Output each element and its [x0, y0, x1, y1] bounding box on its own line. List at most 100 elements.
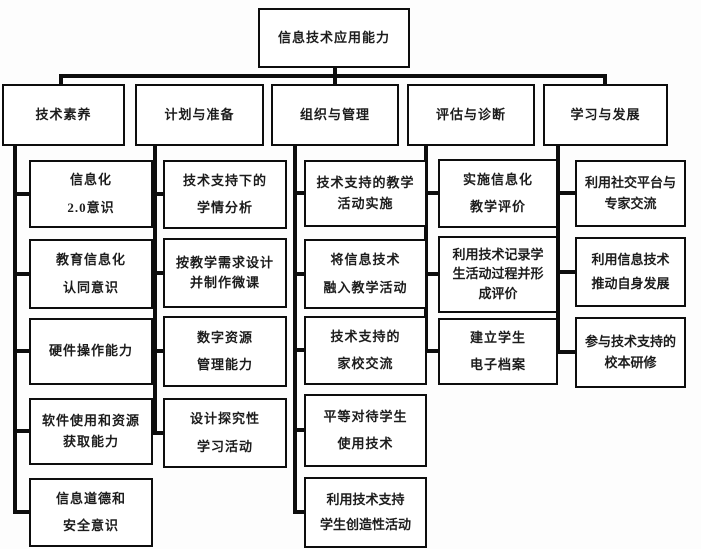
- connector-stub-4-1: [424, 191, 440, 195]
- child-node-line: 生活动过程并形: [452, 266, 544, 282]
- category-node-1: 技术素养: [2, 84, 125, 146]
- connector-trunk-3: [293, 146, 297, 514]
- connector-stub-1-1: [13, 192, 31, 196]
- child-node-line: 教学评价: [469, 199, 526, 214]
- child-node-line: 学习活动: [196, 438, 253, 454]
- child-node-line: 并制作微课: [189, 275, 260, 290]
- child-node-line: 2.0意识: [67, 199, 115, 215]
- child-node-1-1: 信息化 2.0意识: [29, 160, 153, 228]
- child-node-2-4: 设计探究性 学习活动: [163, 398, 287, 468]
- child-node-2-3: 数字资源 管理能力: [163, 316, 287, 387]
- child-node-line: 推动自身发展: [591, 276, 670, 291]
- child-node-4-2: 利用技术记录学 生活动过程并形 成评价: [438, 236, 558, 313]
- root-node: 信息技术应用能力: [258, 8, 410, 68]
- root-node-label: 信息技术应用能力: [277, 29, 390, 45]
- child-node-line: 信息道德和: [55, 490, 126, 506]
- connector-drop-cat-1: [59, 74, 63, 85]
- connector-stub-1-5: [13, 510, 31, 514]
- child-node-4-3: 建立学生 电子档案: [438, 318, 558, 385]
- child-node-line: 参与技术支持的: [584, 334, 676, 350]
- child-node-line: 管理能力: [196, 357, 253, 372]
- connector-root-stub: [333, 68, 337, 76]
- connector-stub-2-2: [153, 271, 165, 275]
- connector-stub-3-5: [293, 510, 306, 514]
- connector-trunk-5: [556, 146, 560, 354]
- connector-stub-3-4: [293, 428, 306, 432]
- category-node-label: 组织与管理: [299, 106, 370, 122]
- connector-drop-cat-3: [333, 74, 337, 85]
- connector-stub-5-2: [556, 270, 577, 274]
- child-node-line: 利用技术支持: [326, 492, 405, 508]
- connector-stub-2-3: [153, 349, 165, 353]
- connector-stub-1-2: [13, 272, 31, 276]
- child-node-1-2: 教育信息化 认同意识: [29, 239, 153, 309]
- child-node-line: 学生创造性活动: [319, 516, 411, 532]
- connector-trunk-2: [153, 146, 157, 435]
- child-node-line: 建立学生: [469, 329, 526, 345]
- child-node-line: 活动实施: [337, 195, 394, 211]
- child-node-5-3: 参与技术支持的 校本研修: [575, 317, 686, 388]
- child-node-line: 实施信息化: [462, 171, 533, 187]
- child-node-3-4: 平等对待学生 使用技术: [304, 394, 427, 467]
- child-node-line: 技术支持的教学: [316, 175, 415, 191]
- category-node-5: 学习与发展: [543, 84, 668, 146]
- child-node-line: 认同意识: [62, 279, 119, 295]
- child-node-line: 技术支持下的: [182, 172, 267, 188]
- child-node-4-1: 实施信息化 教学评价: [438, 159, 558, 228]
- child-node-line: 软件使用和资源: [41, 413, 140, 429]
- child-node-5-2: 利用信息技术 推动自身发展: [575, 237, 686, 307]
- child-node-line: 校本研修: [604, 354, 657, 370]
- child-node-line: 利用技术记录学: [452, 247, 544, 263]
- child-node-line: 安全意识: [62, 518, 119, 533]
- child-node-line: 专家交流: [604, 195, 657, 211]
- connector-stub-3-1: [293, 191, 306, 195]
- child-node-line: 将信息技术: [330, 252, 401, 268]
- child-node-line: 按教学需求设计: [175, 254, 274, 270]
- connector-drop-cat-5: [603, 74, 607, 85]
- child-node-line: 家校交流: [337, 356, 394, 371]
- child-node-2-2: 按教学需求设计 并制作微课: [163, 238, 287, 308]
- child-node-3-5: 利用技术支持 学生创造性活动: [304, 477, 427, 548]
- child-node-5-1: 利用社交平台与 专家交流: [575, 160, 686, 227]
- connector-stub-3-3: [293, 348, 306, 352]
- child-node-line: 利用信息技术: [591, 251, 670, 267]
- child-node-line: 数字资源: [196, 329, 253, 345]
- child-node-line: 平等对待学生: [323, 408, 408, 424]
- connector-stub-2-4: [153, 431, 165, 435]
- child-node-2-1: 技术支持下的 学情分析: [163, 160, 287, 229]
- child-node-line: 电子档案: [469, 357, 526, 372]
- child-node-line: 获取能力: [62, 433, 119, 449]
- child-node-line: 利用社交平台与: [584, 175, 676, 191]
- connector-stub-4-3: [424, 349, 440, 353]
- child-node-line: 教育信息化: [55, 252, 126, 268]
- child-node-1-5: 信息道德和 安全意识: [29, 478, 153, 547]
- child-node-3-2: 将信息技术 融入教学活动: [304, 239, 427, 309]
- connector-stub-3-2: [293, 272, 306, 276]
- category-node-4: 评估与诊断: [407, 84, 535, 146]
- child-node-line: 技术支持的: [330, 328, 401, 344]
- category-node-label: 计划与准备: [164, 106, 235, 122]
- child-node-3-1: 技术支持的教学 活动实施: [304, 160, 427, 227]
- connector-stub-5-1: [556, 191, 577, 195]
- child-node-line: 硬件操作能力: [48, 343, 133, 359]
- child-node-1-3: 硬件操作能力: [29, 318, 153, 385]
- connector-stub-1-3: [13, 349, 31, 353]
- child-node-line: 使用技术: [337, 436, 394, 451]
- category-node-2: 计划与准备: [135, 84, 264, 146]
- category-node-label: 技术素养: [35, 106, 92, 122]
- category-node-label: 评估与诊断: [435, 106, 506, 122]
- child-node-1-4: 软件使用和资源 获取能力: [29, 398, 153, 465]
- connector-trunk-1: [13, 146, 17, 514]
- child-node-line: 学情分析: [196, 200, 253, 215]
- child-node-3-3: 技术支持的 家校交流: [304, 316, 427, 385]
- connector-stub-2-1: [153, 192, 165, 196]
- child-node-line: 设计探究性: [189, 411, 260, 427]
- category-node-label: 学习与发展: [570, 106, 641, 122]
- connector-stub-4-2: [424, 272, 440, 276]
- child-node-line: 融入教学活动: [323, 279, 408, 295]
- child-node-line: 信息化: [69, 172, 112, 188]
- connector-stub-1-4: [13, 429, 31, 433]
- child-node-line: 成评价: [478, 285, 518, 301]
- category-node-3: 组织与管理: [271, 84, 399, 146]
